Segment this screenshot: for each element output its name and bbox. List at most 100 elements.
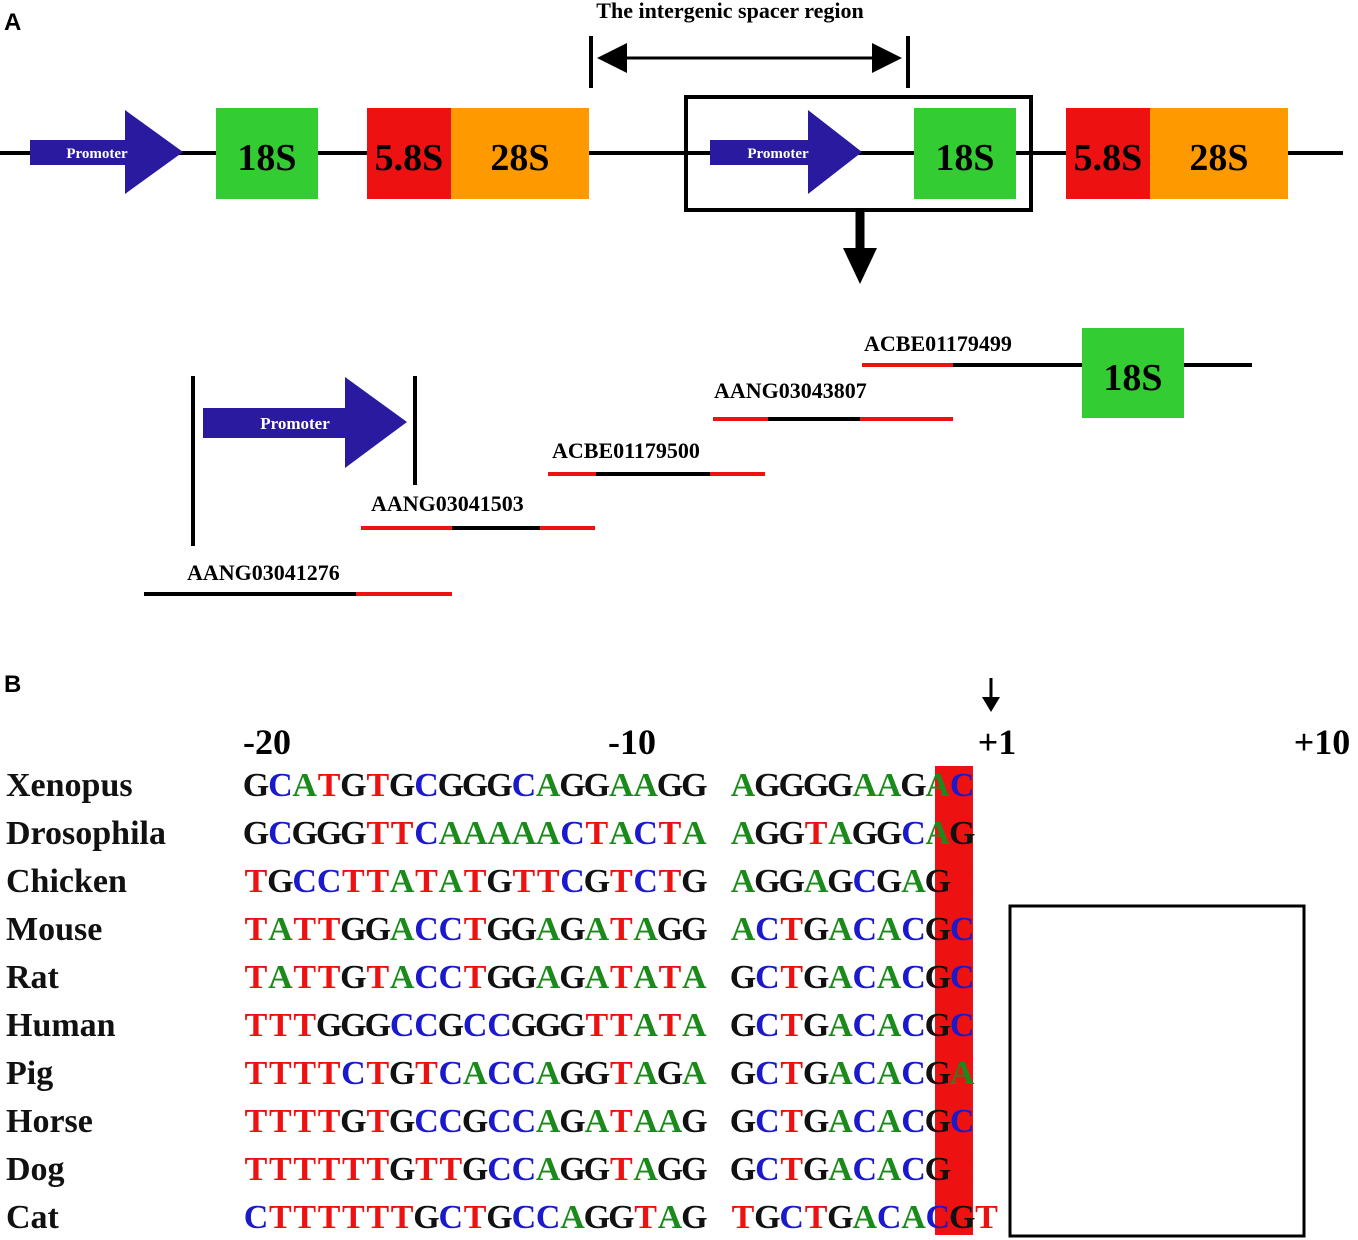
nucleotide: C: [755, 959, 780, 996]
nucleotide: G: [778, 815, 804, 852]
nucleotide: C: [439, 1199, 464, 1236]
nucleotide: T: [439, 1151, 462, 1188]
nucleotide: T: [732, 1199, 755, 1236]
nucleotide: A: [536, 767, 561, 804]
nucleotide: T: [610, 1151, 633, 1188]
nucleotide: G: [803, 959, 829, 996]
nucleotide: G: [511, 911, 537, 948]
nucleotide: T: [610, 1007, 633, 1044]
nucleotide: G: [608, 1199, 634, 1236]
nucleotide: G: [584, 1151, 610, 1188]
nucleotide: C: [853, 863, 878, 900]
nucleotide: C: [439, 911, 464, 948]
nucleotide: A: [877, 1151, 902, 1188]
nucleotide: C: [853, 1151, 878, 1188]
nucleotide: G: [925, 1103, 951, 1140]
nucleotide: G: [852, 815, 878, 852]
nucleotide: G: [316, 1007, 342, 1044]
nucleotide: T: [366, 1151, 389, 1188]
nucleotide: C: [487, 1151, 512, 1188]
nucleotide: A: [950, 1055, 975, 1092]
nucleotide: G: [681, 1151, 707, 1188]
nucleotide: T: [318, 959, 341, 996]
species-name: Chicken: [6, 863, 127, 900]
nucleotide: G: [876, 863, 902, 900]
nucleotide: A: [633, 959, 658, 996]
nucleotide: T: [780, 1055, 803, 1092]
nucleotide: T: [975, 1199, 998, 1236]
nucleotide: C: [755, 1007, 780, 1044]
nucleotide: A: [633, 767, 658, 804]
gene-28s-box: [451, 108, 589, 199]
nucleotide: G: [730, 1007, 756, 1044]
nucleotide: A: [804, 863, 829, 900]
nucleotide: A: [828, 1007, 853, 1044]
nucleotide: T: [659, 1007, 682, 1044]
spacer-region-label: The intergenic spacer region: [596, 0, 863, 23]
nucleotide: C: [341, 1055, 366, 1092]
nucleotide: T: [366, 1199, 389, 1236]
nucleotide: A: [877, 911, 902, 948]
nucleotide: C: [512, 767, 537, 804]
nucleotide: C: [487, 1055, 512, 1092]
nucleotide: C: [414, 815, 439, 852]
nucleotide: G: [389, 1055, 415, 1092]
nucleotide: G: [827, 767, 853, 804]
promoter-arrow: [30, 110, 183, 194]
nucleotide: G: [486, 767, 512, 804]
gene-28s-box: [1150, 108, 1288, 199]
nucleotide: A: [390, 863, 415, 900]
nucleotide: A: [633, 1007, 658, 1044]
gene-28s-label: 28S: [490, 137, 549, 179]
nucleotide: A: [633, 1055, 658, 1092]
nucleotide: C: [414, 1007, 439, 1044]
nucleotide: C: [439, 959, 464, 996]
nucleotide: T: [659, 959, 682, 996]
nucleotide: A: [877, 1103, 902, 1140]
nucleotide: G: [900, 767, 926, 804]
nucleotide: C: [950, 959, 975, 996]
nucleotide: T: [269, 1199, 292, 1236]
position-label: +10: [1294, 722, 1351, 762]
nucleotide: G: [584, 863, 610, 900]
nucleotide: C: [439, 1055, 464, 1092]
nucleotide: T: [245, 1103, 268, 1140]
nucleotide: A: [877, 1007, 902, 1044]
nucleotide: G: [559, 1055, 585, 1092]
nucleotide: C: [244, 1199, 269, 1236]
nucleotide: T: [366, 959, 389, 996]
nucleotide: T: [415, 1055, 438, 1092]
nucleotide: A: [828, 911, 853, 948]
nucleotide: A: [439, 863, 464, 900]
nucleotide: T: [293, 1055, 316, 1092]
nucleotide: G: [267, 863, 293, 900]
nucleotide: C: [463, 1007, 488, 1044]
nucleotide: A: [731, 767, 756, 804]
contig-label: AANG03041503: [371, 491, 524, 516]
nucleotide: G: [657, 1055, 683, 1092]
nucleotide: G: [925, 1007, 951, 1044]
nucleotide: G: [778, 863, 804, 900]
nucleotide: A: [585, 959, 610, 996]
nucleotide: T: [707, 767, 730, 804]
nucleotide: G: [389, 1103, 415, 1140]
nucleotide: G: [925, 911, 951, 948]
nucleotide: T: [245, 1007, 268, 1044]
nucleotide: A: [828, 815, 853, 852]
nucleotide: T: [245, 1055, 268, 1092]
nucleotide: A: [682, 959, 707, 996]
nucleotide: C: [950, 1007, 975, 1044]
nucleotide: A: [731, 911, 756, 948]
nucleotide: A: [268, 959, 293, 996]
nucleotide: G: [657, 911, 683, 948]
position-label: -10: [608, 722, 656, 762]
nucleotide: G: [340, 1007, 366, 1044]
nucleotide: C: [950, 767, 975, 804]
nucleotide: C: [926, 1199, 951, 1236]
nucleotide: A: [585, 911, 610, 948]
nucleotide: G: [462, 767, 488, 804]
nucleotide: T: [293, 1151, 316, 1188]
nucleotide: G: [754, 815, 780, 852]
nucleotide: T: [269, 1007, 292, 1044]
